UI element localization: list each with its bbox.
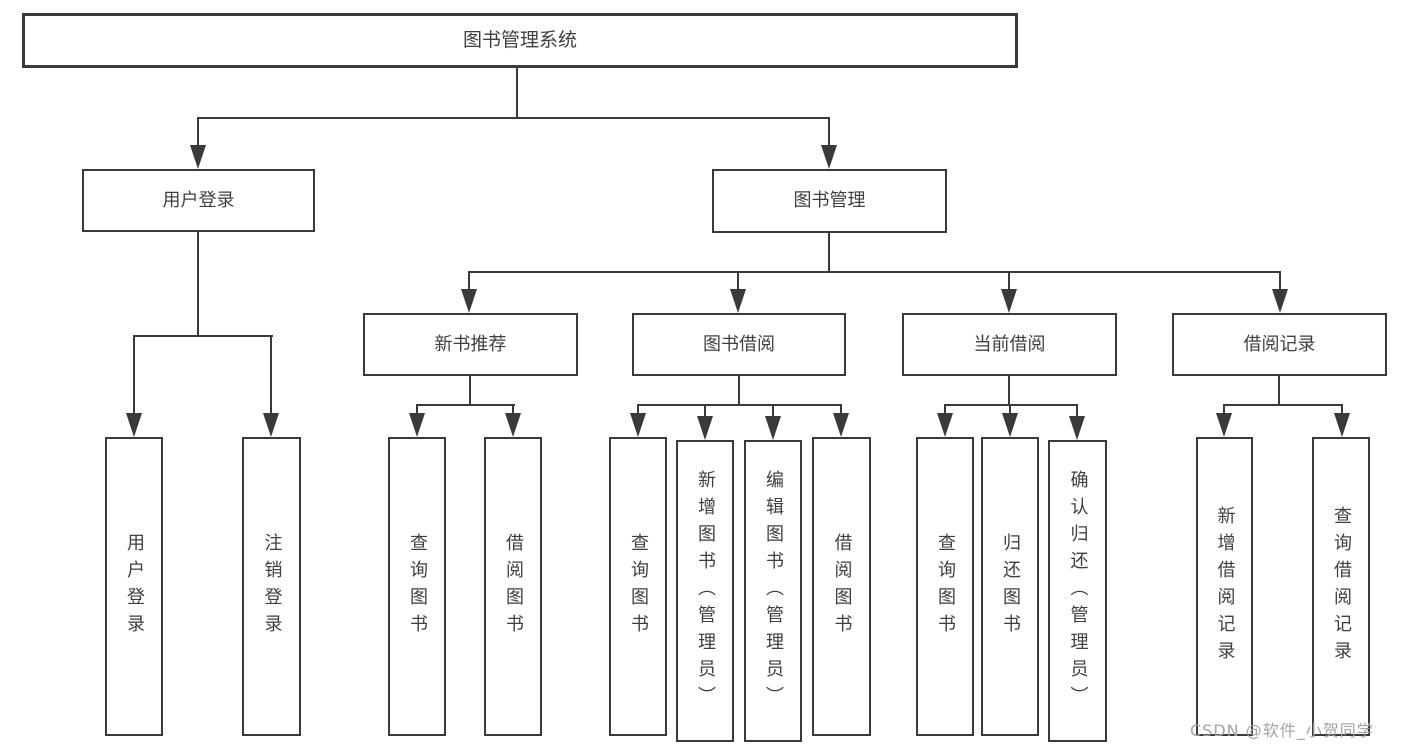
arrow-down-icon xyxy=(1272,289,1288,313)
connector-line xyxy=(828,233,830,273)
node-label: 注销登录 xyxy=(261,532,283,641)
connector-line xyxy=(468,271,470,291)
node-book-borrowing: 图书借阅 xyxy=(632,313,846,376)
leaf-borrow-books-recommend: 借阅图书 xyxy=(484,437,542,736)
connector-line xyxy=(197,232,199,337)
arrow-down-icon xyxy=(833,413,849,437)
node-label: 图书管理 xyxy=(793,190,866,211)
connector-line xyxy=(944,404,1078,406)
node-label: 当前借阅 xyxy=(973,333,1046,355)
node-label: 借阅图书 xyxy=(831,532,853,641)
arrow-down-icon xyxy=(461,289,477,313)
arrow-down-icon xyxy=(1216,413,1232,437)
leaf-query-books-recommend: 查询图书 xyxy=(388,437,446,736)
leaf-query-books-borrowing: 查询图书 xyxy=(609,437,667,736)
arrow-down-icon xyxy=(126,413,142,437)
node-label: 图书借阅 xyxy=(703,333,775,355)
arrow-down-icon xyxy=(821,145,837,169)
node-label: 新增图书（管理员） xyxy=(695,469,716,713)
connector-line xyxy=(704,404,706,418)
connector-line xyxy=(416,404,418,416)
node-label: 确认归还（管理员） xyxy=(1067,469,1089,713)
connector-line xyxy=(1278,376,1280,406)
arrow-down-icon xyxy=(505,413,521,437)
arrow-down-icon xyxy=(730,289,746,313)
leaf-add-borrow-record: 新增借阅记录 xyxy=(1196,437,1253,736)
node-borrowing-records: 借阅记录 xyxy=(1172,313,1387,376)
arrow-down-icon xyxy=(937,413,953,437)
arrow-down-icon xyxy=(190,145,206,169)
connector-line xyxy=(840,404,842,416)
arrow-down-icon xyxy=(1334,413,1350,437)
node-label: 新增借阅记录 xyxy=(1214,505,1236,668)
node-library-system: 图书管理系统 xyxy=(22,13,1018,68)
connector-line xyxy=(1009,404,1011,416)
node-new-book-recommendation: 新书推荐 xyxy=(363,313,578,376)
node-label: 借阅图书 xyxy=(503,532,524,641)
leaf-query-books-current: 查询图书 xyxy=(916,437,974,736)
node-label: 归还图书 xyxy=(1000,532,1021,641)
connector-line xyxy=(738,376,740,406)
leaf-query-borrow-record: 查询借阅记录 xyxy=(1312,437,1370,736)
connector-line xyxy=(1008,271,1010,291)
node-label: 查询借阅记录 xyxy=(1331,505,1352,668)
connector-line xyxy=(637,404,842,406)
connector-line xyxy=(772,404,774,418)
connector-line xyxy=(133,335,135,415)
node-label: 图书管理系统 xyxy=(462,29,577,51)
node-book-management: 图书管理 xyxy=(712,169,947,233)
connector-line xyxy=(737,271,739,291)
arrow-down-icon xyxy=(697,416,713,440)
node-label: 新书推荐 xyxy=(434,333,507,355)
leaf-return-books: 归还图书 xyxy=(981,437,1039,736)
node-label: 用户登录 xyxy=(124,532,145,641)
connector-line xyxy=(469,376,471,406)
node-label: 借阅记录 xyxy=(1243,333,1316,355)
leaf-confirm-return-admin: 确认归还（管理员） xyxy=(1048,440,1107,742)
connector-line xyxy=(1223,404,1225,416)
connector-line xyxy=(1279,271,1281,291)
connector-line xyxy=(468,271,1281,273)
connector-line xyxy=(512,404,514,416)
arrow-down-icon xyxy=(765,416,781,440)
connector-line xyxy=(828,117,830,147)
arrow-down-icon xyxy=(630,413,646,437)
connector-line xyxy=(1223,404,1343,406)
arrow-down-icon xyxy=(1069,416,1085,440)
leaf-edit-books-admin: 编辑图书（管理员） xyxy=(744,440,802,742)
connector-line xyxy=(197,117,830,119)
watermark-text: CSDN @软件_小贺同学 xyxy=(1190,721,1374,740)
leaf-logout: 注销登录 xyxy=(242,437,301,736)
leaf-add-books-admin: 新增图书（管理员） xyxy=(676,440,734,742)
node-label: 编辑图书（管理员） xyxy=(763,469,784,713)
node-label: 查询图书 xyxy=(628,532,649,641)
node-label: 查询图书 xyxy=(935,532,956,641)
node-current-borrowing: 当前借阅 xyxy=(902,313,1117,376)
leaf-borrow-books-borrowing: 借阅图书 xyxy=(812,437,871,736)
arrow-down-icon xyxy=(1001,289,1017,313)
connector-line xyxy=(944,404,946,416)
connector-line xyxy=(637,404,639,416)
leaf-user-login: 用户登录 xyxy=(105,437,163,736)
node-label: 用户登录 xyxy=(162,189,235,211)
arrow-down-icon xyxy=(409,413,425,437)
node-label: 查询图书 xyxy=(407,532,428,641)
connector-line xyxy=(133,335,273,337)
connector-line xyxy=(197,117,199,147)
arrow-down-icon xyxy=(1002,413,1018,437)
connector-line xyxy=(1341,404,1343,416)
node-user-login: 用户登录 xyxy=(82,169,315,232)
connector-line xyxy=(516,68,518,119)
connector-line xyxy=(416,404,515,406)
arrow-down-icon xyxy=(263,413,279,437)
connector-line xyxy=(1076,404,1078,418)
connector-line xyxy=(1008,376,1010,406)
connector-line xyxy=(270,335,272,415)
